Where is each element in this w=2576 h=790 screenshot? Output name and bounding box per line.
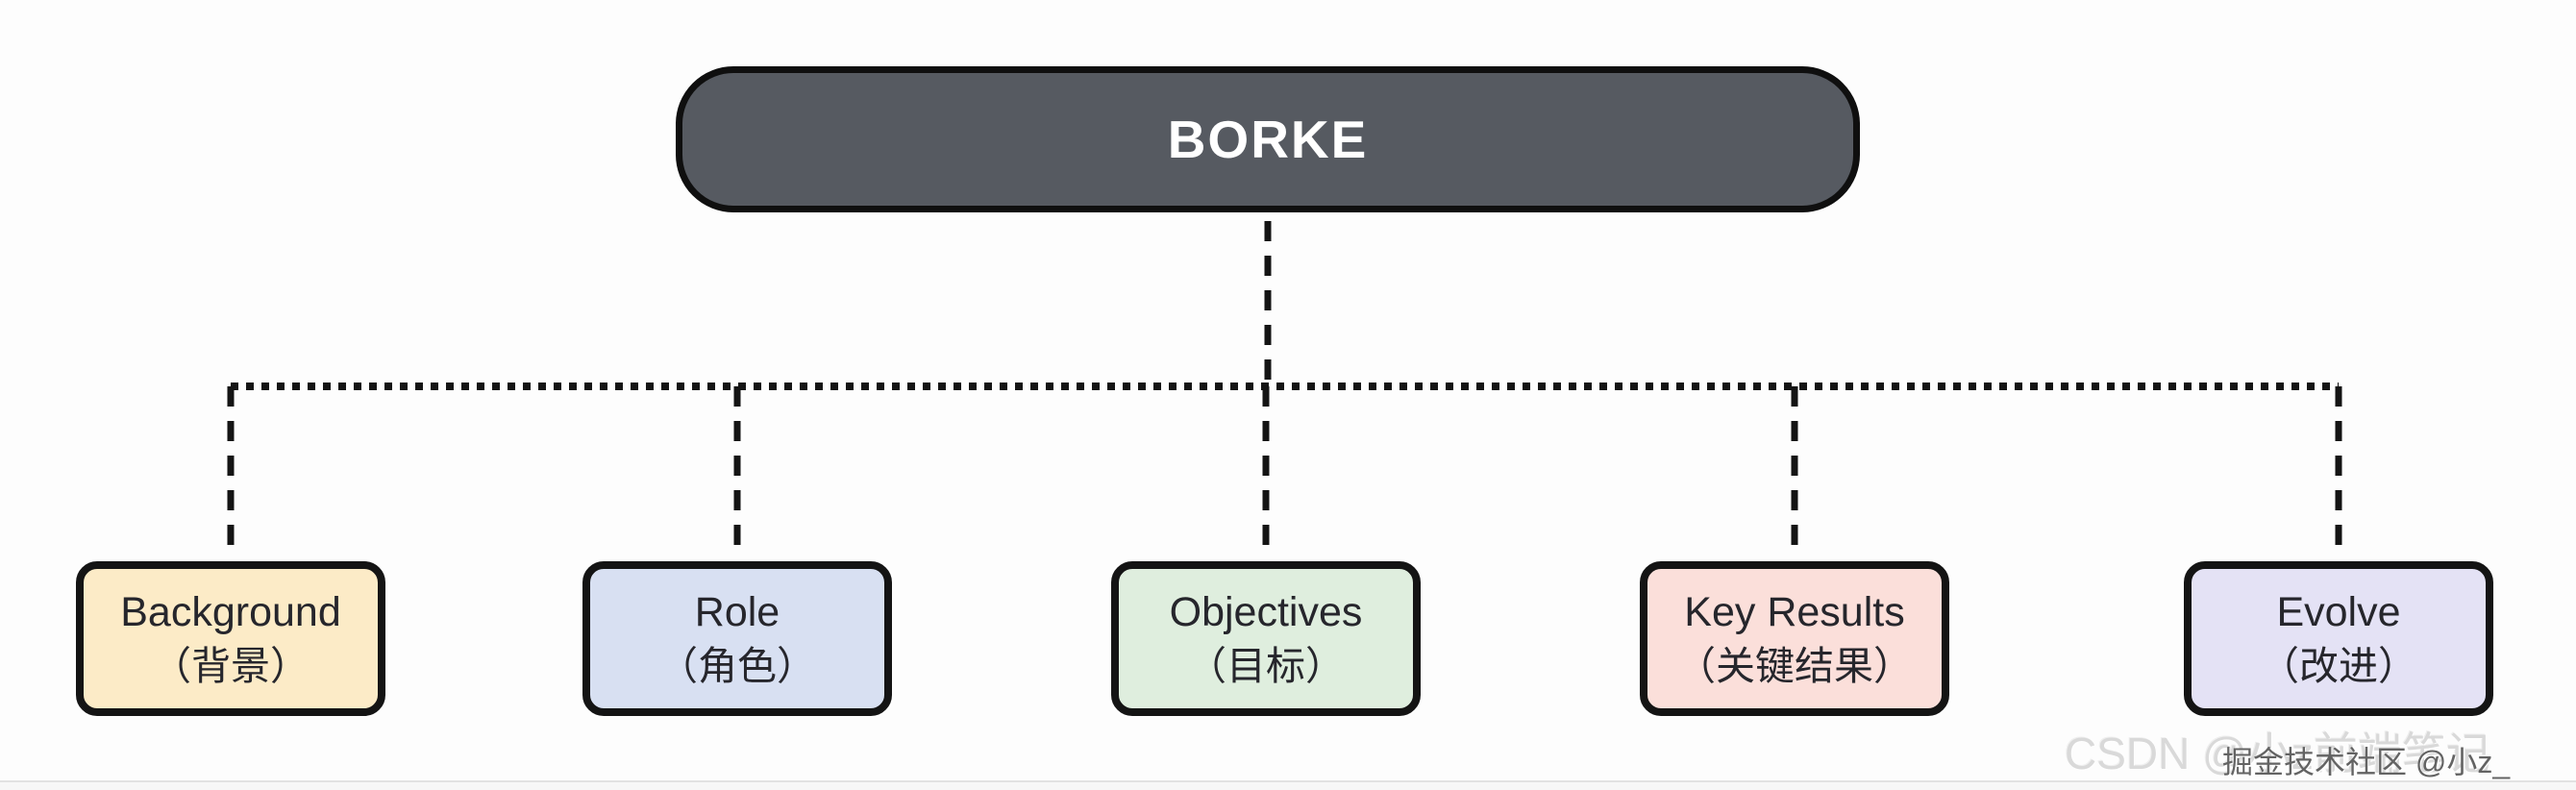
root-node-label: BORKE (1167, 110, 1369, 169)
node-key-results-label-en: Key Results (1684, 589, 1905, 636)
node-key-results-label-zh: （关键结果） (1676, 643, 1913, 688)
bottom-edge-strip (0, 780, 2576, 790)
node-role-label-en: Role (694, 589, 780, 636)
node-objectives-label-zh: （目标） (1187, 643, 1345, 688)
node-objectives-label-en: Objectives (1169, 589, 1363, 636)
node-role-label-zh: （角色） (658, 643, 816, 688)
watermark-juejin: 掘金技术社区 @小z_ (2222, 745, 2511, 779)
watermark-csdn: CSDN @小z前端笔记 (2065, 728, 2490, 778)
node-role: Role （角色） (582, 561, 892, 716)
node-background: Background （背景） (76, 561, 385, 716)
node-key-results: Key Results （关键结果） (1640, 561, 1949, 716)
node-background-label-zh: （背景） (152, 643, 310, 688)
node-evolve-label-en: Evolve (2276, 589, 2401, 636)
node-background-label-en: Background (120, 589, 341, 636)
root-node-borke: BORKE (676, 66, 1860, 212)
node-objectives: Objectives （目标） (1111, 561, 1421, 716)
node-evolve-label-zh: （改进） (2260, 643, 2417, 688)
node-evolve: Evolve （改进） (2184, 561, 2493, 716)
